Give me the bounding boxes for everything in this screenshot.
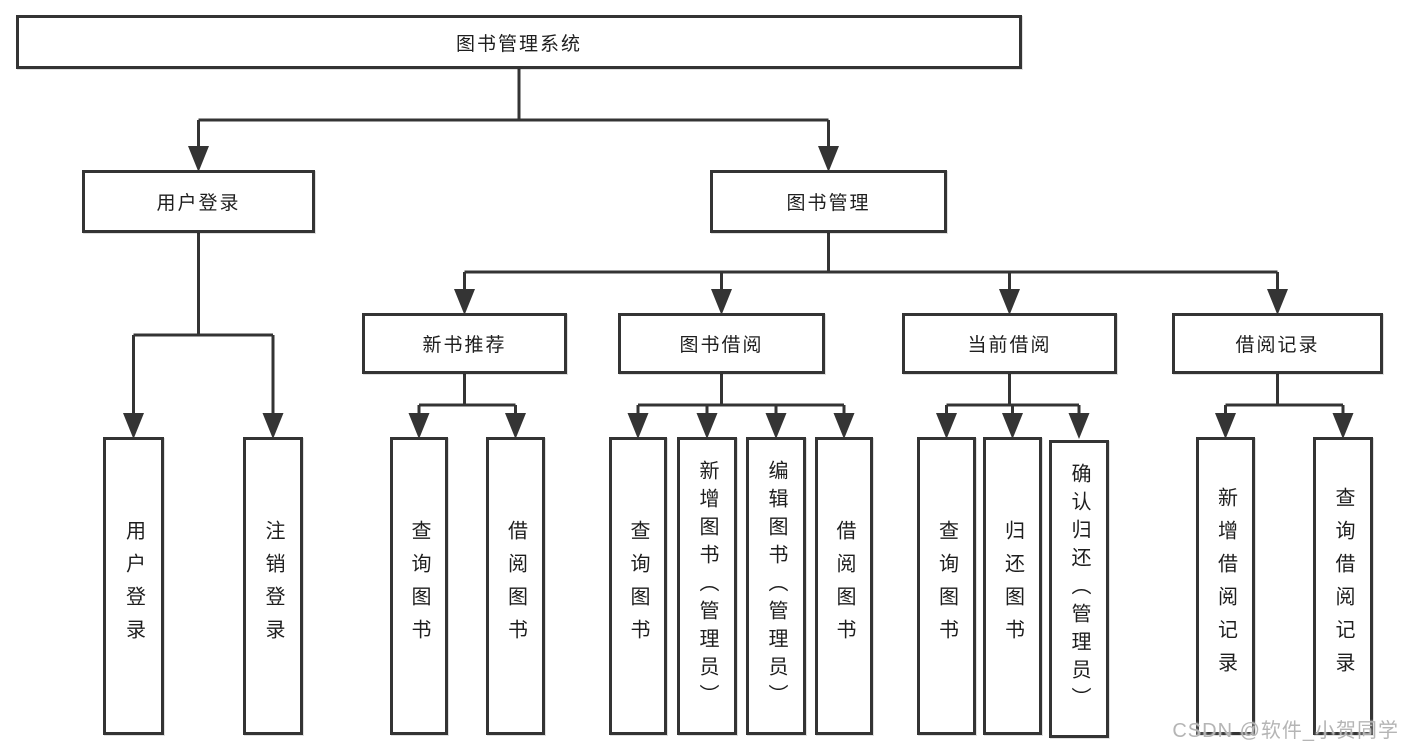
leaf-edit-book-admin-label: 编辑图书（管理员） [765, 460, 787, 712]
csdn-watermark: CSDN @软件_小贺同学 [1172, 720, 1399, 742]
leaf-query-borrow-record: 查询借阅记录 [1313, 437, 1373, 735]
leaf-query-books-recommend: 查询图书 [390, 437, 448, 735]
leaf-query-books-borrow: 查询图书 [609, 437, 667, 735]
leaf-confirm-return-admin-label: 确认归还（管理员） [1068, 463, 1090, 715]
leaf-query-books-borrow-label: 查询图书 [627, 520, 649, 652]
leaf-borrow-books-recommend: 借阅图书 [486, 437, 545, 735]
leaf-user-login-label: 用户登录 [122, 520, 145, 652]
leaf-user-login: 用户登录 [103, 437, 164, 735]
node-user-login: 用户登录 [82, 170, 315, 233]
leaf-borrow-books-recommend-label: 借阅图书 [504, 520, 527, 652]
node-book-borrow: 图书借阅 [618, 313, 825, 374]
node-new-book-recommend: 新书推荐 [362, 313, 567, 374]
leaf-edit-book-admin: 编辑图书（管理员） [746, 437, 806, 735]
leaf-confirm-return-admin: 确认归还（管理员） [1049, 440, 1109, 738]
node-book-management: 图书管理 [710, 170, 947, 233]
leaf-add-borrow-record-label: 新增借阅记录 [1214, 487, 1237, 685]
leaf-query-books-current-label: 查询图书 [935, 520, 958, 652]
leaf-query-books-recommend-label: 查询图书 [408, 520, 430, 652]
node-current-borrow: 当前借阅 [902, 313, 1117, 374]
leaf-query-borrow-record-label: 查询借阅记录 [1332, 487, 1354, 685]
leaf-borrow-books-borrow: 借阅图书 [815, 437, 873, 735]
leaf-return-books-label: 归还图书 [1001, 520, 1024, 652]
node-borrow-records: 借阅记录 [1172, 313, 1383, 374]
leaf-logout-label: 注销登录 [262, 520, 284, 652]
leaf-query-books-current: 查询图书 [917, 437, 976, 735]
leaf-add-borrow-record: 新增借阅记录 [1196, 437, 1255, 735]
leaf-borrow-books-borrow-label: 借阅图书 [833, 520, 855, 652]
leaf-logout: 注销登录 [243, 437, 303, 735]
leaf-add-book-admin: 新增图书（管理员） [677, 437, 737, 735]
leaf-add-book-admin-label: 新增图书（管理员） [696, 460, 718, 712]
node-root: 图书管理系统 [16, 15, 1022, 69]
leaf-return-books: 归还图书 [983, 437, 1042, 735]
